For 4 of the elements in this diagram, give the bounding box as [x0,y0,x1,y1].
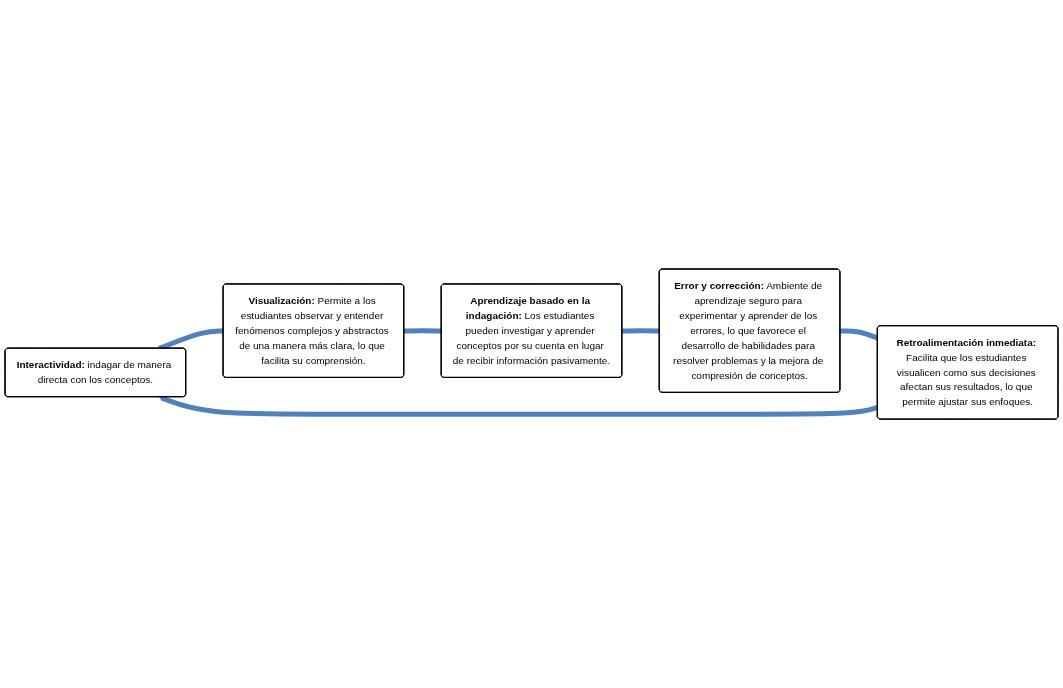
connector [404,328,442,334]
connector [840,328,879,341]
connector [622,328,660,334]
arrow [158,395,879,417]
